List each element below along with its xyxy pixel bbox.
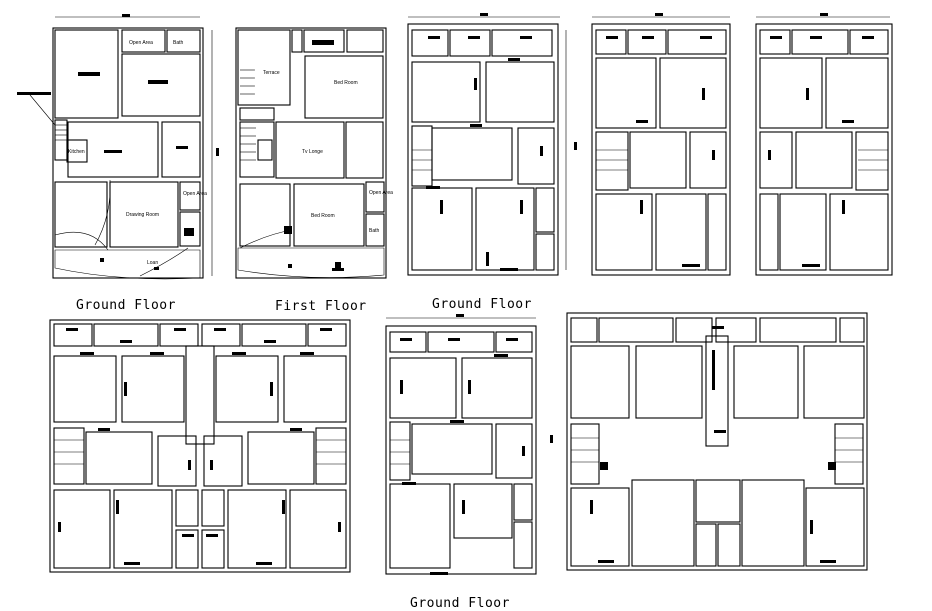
plan-g-ground-floor: Ground Floor <box>385 314 553 611</box>
room-label: Bath <box>369 228 380 234</box>
plan-c-ground-floor: Ground Floor <box>407 13 577 312</box>
room-label: Terrace <box>263 70 280 76</box>
room-label: Bath <box>184 228 195 234</box>
room-label: Bed Room <box>311 213 335 219</box>
plan-h-double-unit <box>566 312 868 571</box>
room-label: Bed Room <box>334 80 358 86</box>
plan-d-variant <box>591 13 731 276</box>
room-label: Open Area <box>183 191 207 197</box>
plan-f-double-unit <box>49 319 351 573</box>
room-label: Loan <box>147 260 158 266</box>
plan-e-variant <box>755 13 893 276</box>
caption-ground-floor-2: Ground Floor <box>432 297 532 312</box>
room-label: Bath <box>173 40 184 46</box>
room-label: Tv Longe <box>302 149 323 155</box>
caption-first-floor: First Floor <box>275 299 367 314</box>
plan-b-first-floor: Terrace Bed Room Tv Longe Bed Room Open … <box>235 27 393 314</box>
plan-a-ground-floor: Open Area Bath Kitchen Drawing Room Open… <box>17 14 219 313</box>
room-label: Drawing Room <box>126 212 159 218</box>
caption-ground-floor-3: Ground Floor <box>410 596 510 611</box>
room-label: Open Area <box>369 190 393 196</box>
room-label: Kitchen <box>68 149 85 155</box>
room-label: Open Area <box>129 40 153 46</box>
caption-ground-floor-1: Ground Floor <box>76 298 176 313</box>
